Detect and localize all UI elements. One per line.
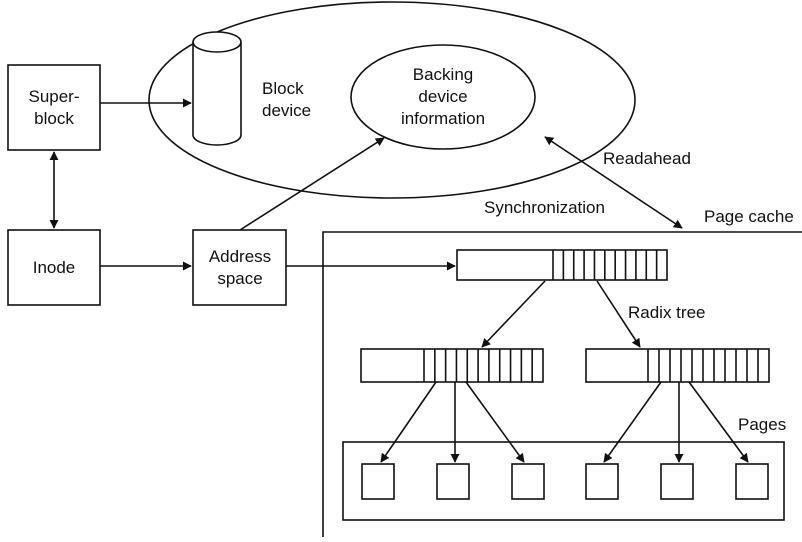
address-space-to-backing-info-arrow — [239, 137, 385, 231]
page-box — [735, 463, 769, 500]
radix-root-to-left-arrow — [481, 280, 546, 348]
page-box — [361, 463, 395, 500]
right-to-page-arrow — [688, 381, 749, 463]
pages-label: Pages — [738, 415, 786, 434]
radix-tree-label: Radix tree — [628, 303, 705, 322]
backing-info-group-ellipse — [148, 1, 636, 199]
radix-root-to-right-arrow — [596, 280, 641, 348]
address-space-node: Address space — [192, 229, 287, 306]
page-box — [660, 463, 694, 500]
readahead-sync-bidir-arrow — [544, 136, 683, 229]
backing-device-label-line1: Backing — [413, 65, 473, 84]
inode-label: Inode — [33, 258, 76, 277]
left-to-page-arrow — [465, 381, 525, 463]
page-cache-region: Page cache — [322, 207, 802, 537]
radix-root-node — [456, 249, 668, 281]
radix-right-node — [585, 348, 770, 383]
right-to-page-arrow — [603, 381, 662, 463]
backing-device-label-line2: device — [418, 87, 467, 106]
left-to-page-arrow — [380, 381, 437, 463]
page-box — [511, 463, 545, 500]
block-device-node: Block device — [192, 31, 311, 146]
page-cache-label: Page cache — [704, 207, 794, 226]
block-device-label-line1: Block — [262, 79, 304, 98]
address-space-label-line1: Address — [209, 247, 271, 266]
block-device-label-line2: device — [262, 101, 311, 120]
superblock-label-line1: Super- — [28, 87, 79, 106]
synchronization-label: Synchronization — [484, 198, 605, 217]
radix-left-node — [360, 348, 544, 383]
readahead-label: Readahead — [603, 149, 691, 168]
inode-node: Inode — [7, 229, 101, 306]
page-box — [436, 463, 470, 500]
address-space-label-line2: space — [217, 269, 262, 288]
backing-device-label-line3: information — [401, 109, 485, 128]
page-box — [585, 463, 619, 500]
superblock-node: Super- block — [7, 64, 101, 151]
backing-device-info-node: Backing device information — [350, 44, 536, 150]
pages-container: Pages — [342, 415, 786, 521]
superblock-label-line2: block — [34, 109, 74, 128]
